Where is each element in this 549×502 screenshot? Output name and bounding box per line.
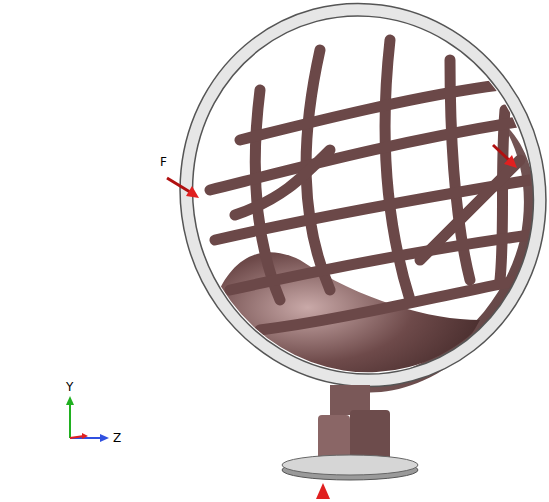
force-arrow <box>167 178 199 198</box>
force-arrow <box>493 145 517 168</box>
ring <box>145 0 549 420</box>
base-disk <box>282 455 418 475</box>
axis-label: Z <box>113 432 121 444</box>
axis-label: Y <box>66 381 73 393</box>
force-label: F <box>160 156 167 168</box>
ring-outline <box>145 0 549 420</box>
axis-triad <box>66 396 109 442</box>
support-marker <box>316 483 330 499</box>
